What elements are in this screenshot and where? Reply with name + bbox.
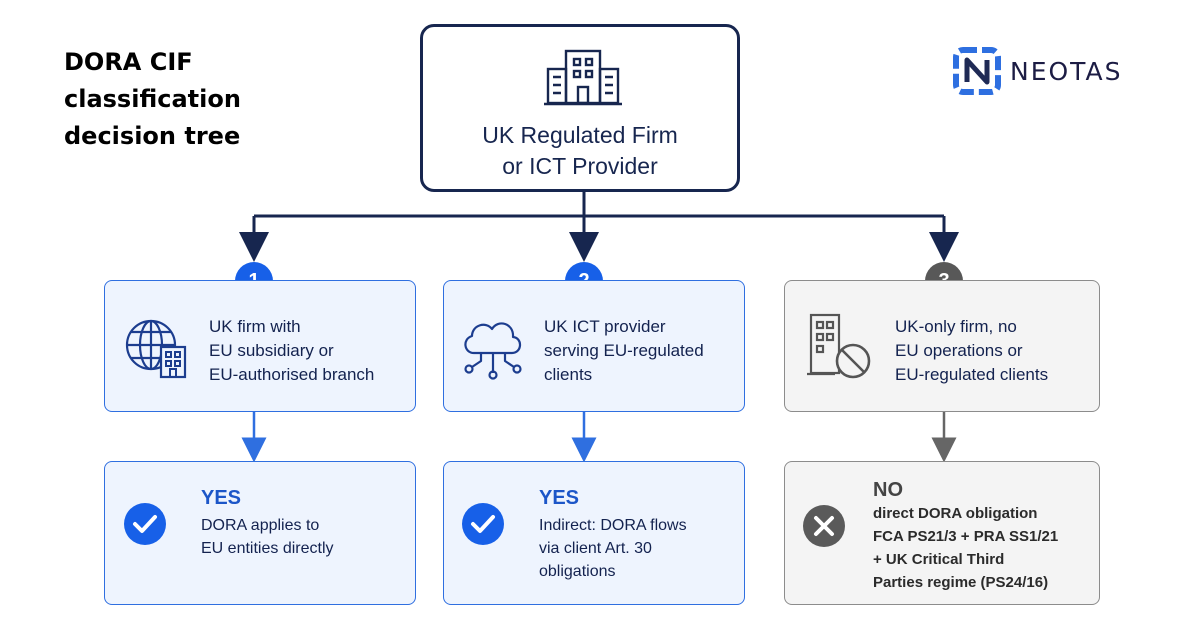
brand-logo: NEOTAS [952, 46, 1122, 96]
building-prohibited-icon [807, 313, 871, 379]
branch-1-result-text: DORA applies to EU entities directly [201, 514, 334, 560]
result-line: direct DORA obligation [873, 505, 1038, 522]
title-line: classification [64, 85, 241, 113]
branch-2-condition-card: UK ICT provider serving EU-regulated cli… [443, 280, 745, 412]
cloud-network-icon [464, 322, 522, 380]
branch-1-result-heading: YES [201, 487, 242, 509]
root-label: UK Regulated Firm or ICT Provider [423, 120, 737, 182]
result-line: Indirect: DORA flows [539, 517, 687, 534]
branch-1-condition-card: UK firm with EU subsidiary or EU-authori… [104, 280, 416, 412]
result-line: + UK Critical Third [873, 551, 1005, 568]
building-icon [544, 49, 622, 106]
branch-2-condition-text: UK ICT provider serving EU-regulated cli… [544, 315, 704, 387]
check-circle-icon [462, 503, 504, 545]
condition-line: clients [544, 365, 593, 384]
page-title: DORA CIF classification decision tree [64, 44, 304, 155]
root-node: UK Regulated Firm or ICT Provider [420, 24, 740, 192]
result-line: DORA applies to [201, 517, 320, 534]
condition-line: EU-authorised branch [209, 365, 375, 384]
branch-3-condition-card: UK-only firm, no EU operations or EU-reg… [784, 280, 1100, 412]
condition-line: EU-regulated clients [895, 365, 1049, 384]
condition-line: UK ICT provider [544, 317, 666, 336]
branch-2-result-card: YES Indirect: DORA flows via client Art.… [443, 461, 745, 605]
root-label-line: or ICT Provider [502, 153, 658, 179]
title-line: decision tree [64, 122, 241, 150]
neotas-logo-icon [953, 47, 1001, 95]
condition-line: EU operations or [895, 341, 1023, 360]
result-line: EU entities directly [201, 540, 334, 557]
result-line: Parties regime (PS24/16) [873, 574, 1049, 591]
condition-line: UK firm with [209, 317, 301, 336]
brand-name: NEOTAS [1010, 56, 1123, 86]
title-line: DORA CIF [64, 48, 193, 76]
result-line: via client Art. 30 [539, 540, 652, 557]
condition-line: UK-only firm, no [895, 317, 1017, 336]
result-line: obligations [539, 563, 616, 580]
check-circle-icon [124, 503, 166, 545]
branch-3-result-card: NO direct DORA obligation FCA PS21/3 + P… [784, 461, 1100, 605]
branch-1-condition-text: UK firm with EU subsidiary or EU-authori… [209, 315, 374, 387]
globe-building-icon [125, 319, 187, 379]
branch-3-result-heading: NO [873, 479, 903, 501]
condition-line: serving EU-regulated [544, 341, 704, 360]
branch-2-result-heading: YES [539, 487, 580, 509]
result-line: FCA PS21/3 + PRA SS1/21 [873, 528, 1059, 545]
condition-line: EU subsidiary or [209, 341, 334, 360]
x-circle-icon [803, 505, 845, 547]
branch-3-result-text: direct DORA obligation FCA PS21/3 + PRA … [873, 502, 1058, 594]
root-label-line: UK Regulated Firm [482, 122, 678, 148]
branch-3-condition-text: UK-only firm, no EU operations or EU-reg… [895, 315, 1048, 387]
branch-2-result-text: Indirect: DORA flows via client Art. 30 … [539, 514, 687, 583]
branch-1-result-card: YES DORA applies to EU entities directly [104, 461, 416, 605]
